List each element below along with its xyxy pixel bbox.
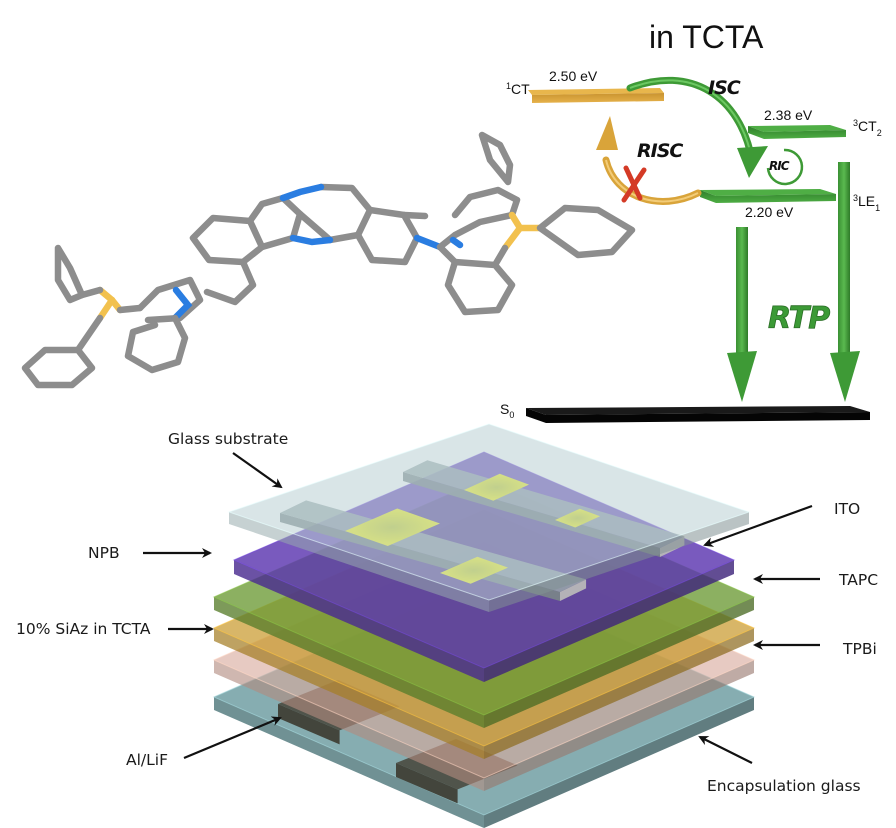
level-3ct2-front <box>748 126 846 139</box>
isc-label: ISC <box>708 77 741 99</box>
risc-arrow: RISC <box>596 116 702 205</box>
level-1ct-front <box>532 93 664 103</box>
label-tpbi: TPBi <box>842 640 877 658</box>
blocked-x-icon <box>621 165 647 203</box>
nitrogen-atom <box>171 286 193 322</box>
risc-arrow-shaft <box>602 156 702 205</box>
layer-tpbi-right-face <box>484 660 754 791</box>
cathode-strip-1 <box>278 704 340 745</box>
silicon-atom <box>501 224 524 252</box>
layer-tapc-left-face <box>214 597 484 728</box>
level-s0: S0 <box>500 401 870 423</box>
isc-arrow-highlight <box>629 79 753 161</box>
layer-tpbi-left-face <box>214 660 484 791</box>
layer-glass-substrate-right-face <box>489 512 749 612</box>
silicon-atom <box>96 296 116 322</box>
level-3le1-top <box>700 189 836 196</box>
molecule-core <box>189 183 444 306</box>
label-tapc: TAPC <box>838 571 878 589</box>
level-s0-front <box>526 408 870 423</box>
ito-strip-front-end <box>560 579 587 601</box>
label-npb: NPB <box>88 544 120 562</box>
rtp-arrow-right <box>830 162 860 402</box>
silicon-atom <box>508 211 544 232</box>
layer-tapc-right-face <box>484 597 754 728</box>
risc-arrow-head <box>596 116 618 150</box>
label-3le1: 3LE1 <box>853 193 880 213</box>
label-glass-substrate: Glass substrate <box>168 430 288 448</box>
layer-npb-left-face <box>234 560 484 682</box>
rtp-arrow-right-head <box>830 351 860 402</box>
nitrogen-atom <box>289 234 334 246</box>
label-ito: ITO <box>834 500 860 518</box>
layer-emitter-right-face <box>484 628 754 759</box>
ric-cycle-arrow <box>766 148 804 186</box>
energy-diagram: in TCTA 1CT 2.50 eV 2.38 eV 3CT2 2.20 eV… <box>500 19 882 423</box>
layer-glass-substrate-left-face <box>229 512 489 612</box>
energy-3ct2: 2.38 eV <box>764 107 813 123</box>
level-3le1-front <box>700 190 836 203</box>
level-3ct2: 2.38 eV 3CT2 <box>748 107 882 139</box>
device-stack <box>212 423 756 828</box>
nitrogen-atom <box>449 236 464 249</box>
level-3le1: 2.20 eV 3LE1 <box>700 189 880 220</box>
rtp-label: RTP <box>768 301 830 336</box>
arrow-encapsulation-glass <box>698 736 753 764</box>
isc-arrow-head <box>737 146 768 178</box>
label-emitter-layer: 10% SiAz in TCTA <box>16 620 151 638</box>
level-s0-top <box>526 406 870 415</box>
nitrogen-atom <box>279 183 325 202</box>
molecule-right-donor <box>436 131 636 316</box>
rtp-arrow-left-head <box>727 351 757 402</box>
rtp-arrow-left-shaft <box>736 227 748 355</box>
layer-glass-substrate-top-face <box>227 423 751 601</box>
label-s0: S0 <box>500 401 514 420</box>
molecule-left-donor <box>21 244 204 389</box>
energy-diagram-title: in TCTA <box>649 19 764 55</box>
arrow-ito <box>703 504 813 547</box>
device-labels: Glass substrate NPB 10% SiAz in TCTA Al/… <box>16 430 878 795</box>
cathode-strip-2 <box>396 763 458 804</box>
molecule-structure <box>21 131 636 389</box>
energy-1ct: 2.50 eV <box>549 68 598 84</box>
label-3ct2: 3CT2 <box>853 118 882 138</box>
label-al-lif: Al/LiF <box>126 751 168 769</box>
arrow-al-lif <box>183 716 282 760</box>
ric-label: RIC <box>769 159 790 173</box>
label-encapsulation-glass: Encapsulation glass <box>707 777 861 795</box>
layer-encapsulation-glass-right-face <box>484 697 754 828</box>
label-1ct: 1CT <box>506 81 530 97</box>
layer-encapsulation-glass-left-face <box>214 697 484 828</box>
rtp-arrow-right-shaft <box>838 162 850 356</box>
level-3ct2-top <box>748 125 846 132</box>
layer-emitter-left-face <box>214 628 484 759</box>
layer-npb-right-face <box>484 560 734 682</box>
energy-3le1: 2.20 eV <box>745 204 794 220</box>
risc-label: RISC <box>637 140 683 162</box>
rtp-arrow-left <box>727 227 757 402</box>
ric-cycle: RIC <box>766 148 804 186</box>
nitrogen-atom <box>413 234 444 251</box>
arrow-glass-substrate <box>232 452 283 489</box>
isc-arrow: ISC <box>626 76 768 178</box>
